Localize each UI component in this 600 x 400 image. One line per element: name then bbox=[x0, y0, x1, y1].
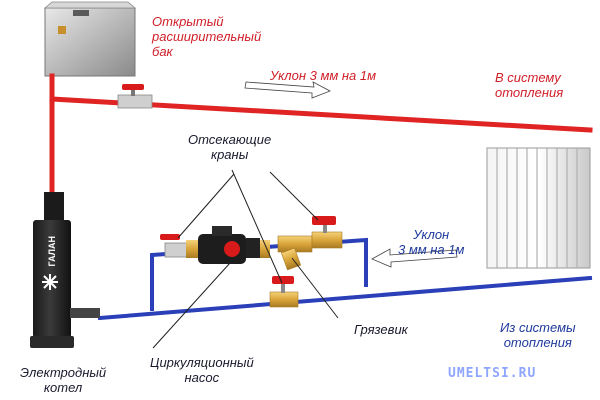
pump-assembly bbox=[160, 226, 270, 264]
boiler-star-icon bbox=[42, 274, 58, 290]
label-valves: Отсекающие краны bbox=[188, 132, 271, 162]
label-boiler: Электродный котел bbox=[20, 365, 106, 395]
right-shutoff-valve bbox=[311, 216, 343, 249]
label-tank-line3: бак bbox=[152, 44, 173, 59]
label-from-system-line1: Из системы bbox=[500, 320, 576, 335]
label-mud-filter: Грязевик bbox=[354, 322, 408, 337]
label-slope-top: Уклон 3 мм на 1м bbox=[270, 68, 377, 83]
label-boiler-line2: котел bbox=[43, 380, 83, 395]
flow-arrow-bottom bbox=[371, 248, 458, 268]
expansion-tank bbox=[43, 1, 137, 77]
label-boiler-line1: Электродный bbox=[20, 365, 107, 380]
label-tank: Открытый расширительный бак bbox=[152, 14, 261, 59]
label-pump: Циркуляционный насос bbox=[150, 355, 254, 385]
label-valves-line1: Отсекающие bbox=[188, 132, 272, 147]
label-slope-bottom-line2: 3 мм на 1м bbox=[398, 242, 465, 257]
label-tank-line2: расширительный bbox=[152, 29, 262, 44]
label-pump-line2: насос bbox=[184, 370, 220, 385]
label-to-system-line2: отопления bbox=[495, 85, 564, 100]
flow-arrow-top bbox=[244, 81, 331, 99]
boiler-brand: ГАЛАН bbox=[47, 236, 57, 267]
watermark: UMELTSI.RU bbox=[448, 366, 537, 381]
electrode-boiler bbox=[30, 192, 100, 348]
label-from-system: Из системы отопления bbox=[500, 320, 576, 350]
top-shutoff-valve bbox=[117, 84, 153, 109]
label-to-system: В систему отопления bbox=[495, 70, 563, 100]
label-to-system-line1: В систему bbox=[495, 70, 561, 85]
label-tank-line1: Открытый bbox=[152, 14, 224, 29]
label-slope-bottom: Уклон 3 мм на 1м bbox=[398, 227, 464, 257]
mud-filter bbox=[277, 235, 313, 271]
radiator bbox=[486, 147, 591, 269]
label-pump-line1: Циркуляционный bbox=[150, 355, 254, 370]
label-slope-bottom-line1: Уклон bbox=[413, 227, 450, 242]
label-valves-line2: краны bbox=[210, 147, 249, 162]
label-from-system-line2: отопления bbox=[503, 335, 572, 350]
bottom-shutoff-valve bbox=[269, 276, 299, 308]
leader-lines bbox=[152, 169, 339, 349]
